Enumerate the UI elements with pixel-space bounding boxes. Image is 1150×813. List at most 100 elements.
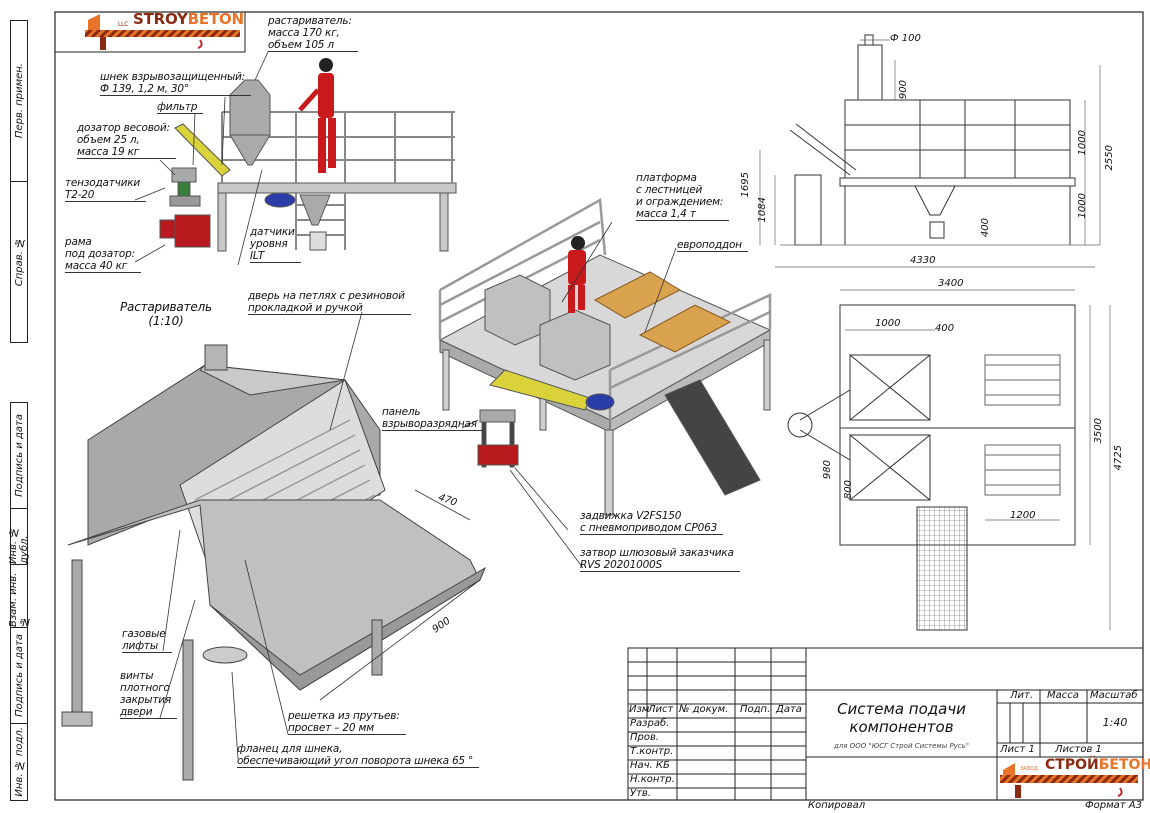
tb-copied: Копировал [808,800,866,811]
text: шнек взрывозащищенный: [100,71,246,83]
dim-1084: 1084 [757,197,768,223]
dim-1000-bottom: 1000 [1077,193,1088,219]
text: ILT [250,250,265,262]
tb-sheets: Листов 1 [1055,744,1102,755]
logo-top [54,11,246,53]
dim-4330: 4330 [910,255,936,266]
sidebar-label: Подпись и дата [13,414,25,497]
tb-header-list: Лист [648,704,674,715]
dim-980: 980 [822,460,833,480]
text: датчики [250,226,295,238]
sidebar-label: Перв. примен. [13,63,25,139]
text: лифты [122,640,158,652]
tb-scale-label: Масштаб [1090,690,1138,701]
text: рама [65,236,92,248]
text: с лестницей [636,184,703,196]
sidebar-label: Взам. инв. № [8,572,30,627]
text: масса 40 кг [65,260,128,272]
iso-platform [438,197,772,516]
sidebar-cell-ref-no: Справ. № [10,181,28,343]
text: объем 25 л, [77,134,140,146]
dim-1695: 1695 [740,172,751,198]
leader-lines [134,51,677,760]
tb-role-head-kb: Нач. КБ [630,760,670,771]
tb-header-izm: Изм [629,704,650,715]
tb-mass: Масса [1047,690,1079,701]
dim-2550: 2550 [1104,145,1115,171]
tb-scale-value: 1:40 [1102,716,1128,729]
label-filter: фильтр [157,101,204,114]
text: взрыворазрядная [382,418,477,430]
sidebar-label: Справ. № [13,237,25,287]
sidebar-label: Инв. № дубл. [8,526,30,564]
tb-header-doc: № докум. [679,704,729,715]
sidebar-cell-dup-inv: Инв. № дубл. [8,508,30,565]
text: компонентов [849,718,954,736]
tb-role-developer: Разраб. [630,718,670,729]
tb-sheet: Лист 1 [1000,744,1035,755]
label-flange: фланец для шнека,обеспечивающий угол пов… [237,743,480,768]
logo-name-b: BETON [187,10,244,28]
detail-hopper [61,344,487,781]
tb-role-checked: Пров. [630,732,660,743]
text: с пневмоприводом CP063 [580,522,718,534]
dim-3500: 3500 [1093,418,1104,444]
label-dozator: дозатор весовой:объем 25 л,масса 19 кг [77,122,176,159]
text: задвижка V2FS150 [580,510,682,522]
text: решетка из прутьев: [288,710,400,722]
side-view-platform [159,79,457,252]
text: платформа [636,172,697,184]
text: Растариватель [120,300,212,314]
front-view [759,34,1101,268]
text: затвор шлюзовый заказчика [580,547,734,559]
sidebar-cell-sign-date-2: Подпись и дата [10,627,28,724]
text: прокладкой и ручкой [248,302,363,314]
text: уровня [250,238,288,250]
text: тензодатчики [65,177,141,189]
label-rastarivatel: растариватель:масса 170 кг,объем 105 л [268,15,358,52]
text: двери [120,706,153,718]
logo-name-a: STROY [133,10,188,28]
sidebar-cell-repl-inv: Взам. инв. № [8,564,30,628]
tb-header-sign: Подп. [740,704,771,715]
label-pallet: европоддон [677,239,748,252]
worker-figure-iso [568,236,586,313]
dim-400-front: 400 [980,218,991,238]
text: закрытия [120,694,171,706]
sidebar-label: Инв. № подл. [13,727,25,797]
title-block [627,647,1144,801]
text: RVS 20201000S [580,559,662,571]
tb-header-date: Дата [776,704,802,715]
sidebar-cell-sign-date: Подпись и дата [10,402,28,509]
plan-view [787,289,1111,631]
text: дозатор весовой: [77,122,170,134]
text: винты [120,670,154,682]
text: фланец для шнека, [237,743,343,755]
dim-phi100: Ф 100 [890,33,921,44]
drawing-frame [54,11,1144,801]
text: Ф 139, 1,2 м, 30° [100,83,189,95]
dim-1200: 1200 [1010,510,1036,521]
worker-figure-side [298,58,336,173]
logo-b: БЕТОН [1098,757,1150,773]
label-grid: решетка из прутьев:просвет – 20 мм [288,710,406,735]
text: обеспечивающий угол поворота шнека 65 ° [237,755,474,767]
text: плотного [120,682,170,694]
tb-logo-prefix: ЗАВОД [1020,766,1038,772]
text: масса 19 кг [77,146,140,158]
tb-role-tech-control: Т.контр. [630,746,674,757]
text: Т2-20 [65,189,95,201]
text: под дозатор: [65,248,135,260]
text: панель [382,406,421,418]
